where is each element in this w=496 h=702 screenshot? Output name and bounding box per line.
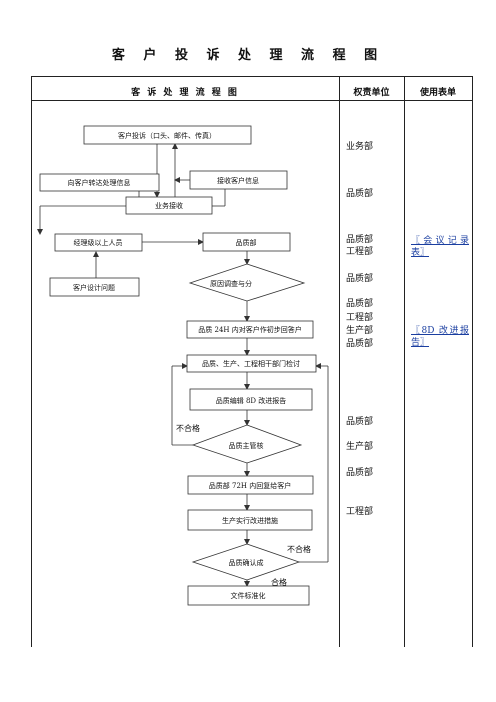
- node-confirm-label: 品质确认成: [229, 558, 264, 567]
- label-reject-1: 不合格: [176, 423, 200, 433]
- unit-quality-1: 品质部: [346, 189, 374, 199]
- header-forms: 使用表单: [419, 88, 456, 98]
- unit-engineering-1: 工程部: [346, 247, 374, 257]
- node-joint-review: 品质、生产、工程相干部门检讨: [186, 354, 317, 373]
- node-reply-24h: 品质 24H 内对客户作初步回答户: [186, 320, 314, 339]
- node-business-receive: 业务接收: [125, 196, 213, 215]
- form-meeting-record[interactable]: 〖会议记录表〗: [411, 235, 469, 259]
- unit-quality-4: 品质部: [346, 299, 374, 309]
- table-divider-1: [339, 77, 340, 647]
- node-implement: 生产实行改进措施: [187, 509, 313, 531]
- unit-quality-5: 品质部: [346, 339, 374, 349]
- node-design-issue-label: 客户设计问题: [73, 283, 115, 292]
- unit-production-1: 生产部: [346, 326, 374, 336]
- header-responsible: 权责单位: [353, 88, 390, 98]
- node-analysis-label: 原因调查与分: [210, 279, 252, 288]
- node-analysis: 原因调查与分: [188, 263, 306, 302]
- unit-quality-2: 品质部: [346, 235, 374, 245]
- header-row-divider: [31, 100, 473, 101]
- node-joint-review-label: 品质、生产、工程相干部门检讨: [202, 359, 300, 368]
- flow-table: 客 诉 处 理 流 程 图 权责单位 使用表单 业务部 品质部 品质部 工程部 …: [31, 76, 473, 647]
- node-confirm: 品质确认成: [191, 543, 301, 581]
- node-quality-dept-label: 品质部: [236, 238, 257, 247]
- node-complaint-label: 客户投诉（口头、邮件、传真）: [118, 131, 216, 140]
- node-forward-info-label: 向客户转达处理信息: [68, 178, 131, 187]
- form-8d-report-label: 〖8D 改进报告〗: [411, 326, 469, 348]
- form-meeting-record-label: 〖会议记录表〗: [411, 236, 469, 258]
- node-reply-72h-label: 品质部 72H 内回复给客户: [209, 481, 291, 490]
- unit-quality-6: 品质部: [346, 417, 374, 427]
- node-standardize: 文件标准化: [187, 585, 310, 606]
- unit-quality-3: 品质部: [346, 274, 374, 284]
- node-supervisor-review: 品质主管核: [191, 424, 303, 464]
- node-quality-dept: 品质部: [202, 232, 291, 252]
- unit-business: 业务部: [346, 142, 374, 152]
- node-business-receive-label: 业务接收: [155, 201, 183, 210]
- node-reply-24h-label: 品质 24H 内对客户作初步回答户: [198, 325, 301, 334]
- node-forward-info: 向客户转达处理信息: [39, 173, 160, 192]
- node-receive-info: 接收客户信息: [189, 170, 288, 190]
- unit-engineering-3: 工程部: [346, 507, 374, 517]
- unit-production-2: 生产部: [346, 442, 374, 452]
- label-pass: 合格: [271, 577, 287, 587]
- page-title: 客 户 投 诉 处 理 流 程 图: [111, 48, 385, 63]
- node-design-issue: 客户设计问题: [49, 277, 140, 297]
- label-reject-2: 不合格: [287, 544, 311, 554]
- form-8d-report[interactable]: 〖8D 改进报告〗: [411, 325, 469, 349]
- table-divider-2: [404, 77, 405, 647]
- unit-engineering-2: 工程部: [346, 313, 374, 323]
- node-manager-label: 经理级以上人员: [74, 238, 123, 247]
- unit-quality-7: 品质部: [346, 468, 374, 478]
- node-edit-8d: 品质编辑 8D 改进报告: [189, 388, 313, 411]
- header-flow: 客 诉 处 理 流 程 图: [131, 88, 239, 98]
- node-complaint: 客户投诉（口头、邮件、传真）: [83, 125, 252, 145]
- node-standardize-label: 文件标准化: [231, 591, 266, 600]
- node-manager: 经理级以上人员: [54, 233, 143, 252]
- node-receive-info-label: 接收客户信息: [217, 176, 259, 185]
- table-right-border: [472, 77, 473, 647]
- node-edit-8d-label: 品质编辑 8D 改进报告: [216, 396, 287, 405]
- node-supervisor-review-label: 品质主管核: [229, 441, 264, 450]
- node-reply-72h: 品质部 72H 内回复给客户: [187, 475, 314, 495]
- table-left-border: [31, 77, 32, 647]
- node-implement-label: 生产实行改进措施: [222, 516, 278, 525]
